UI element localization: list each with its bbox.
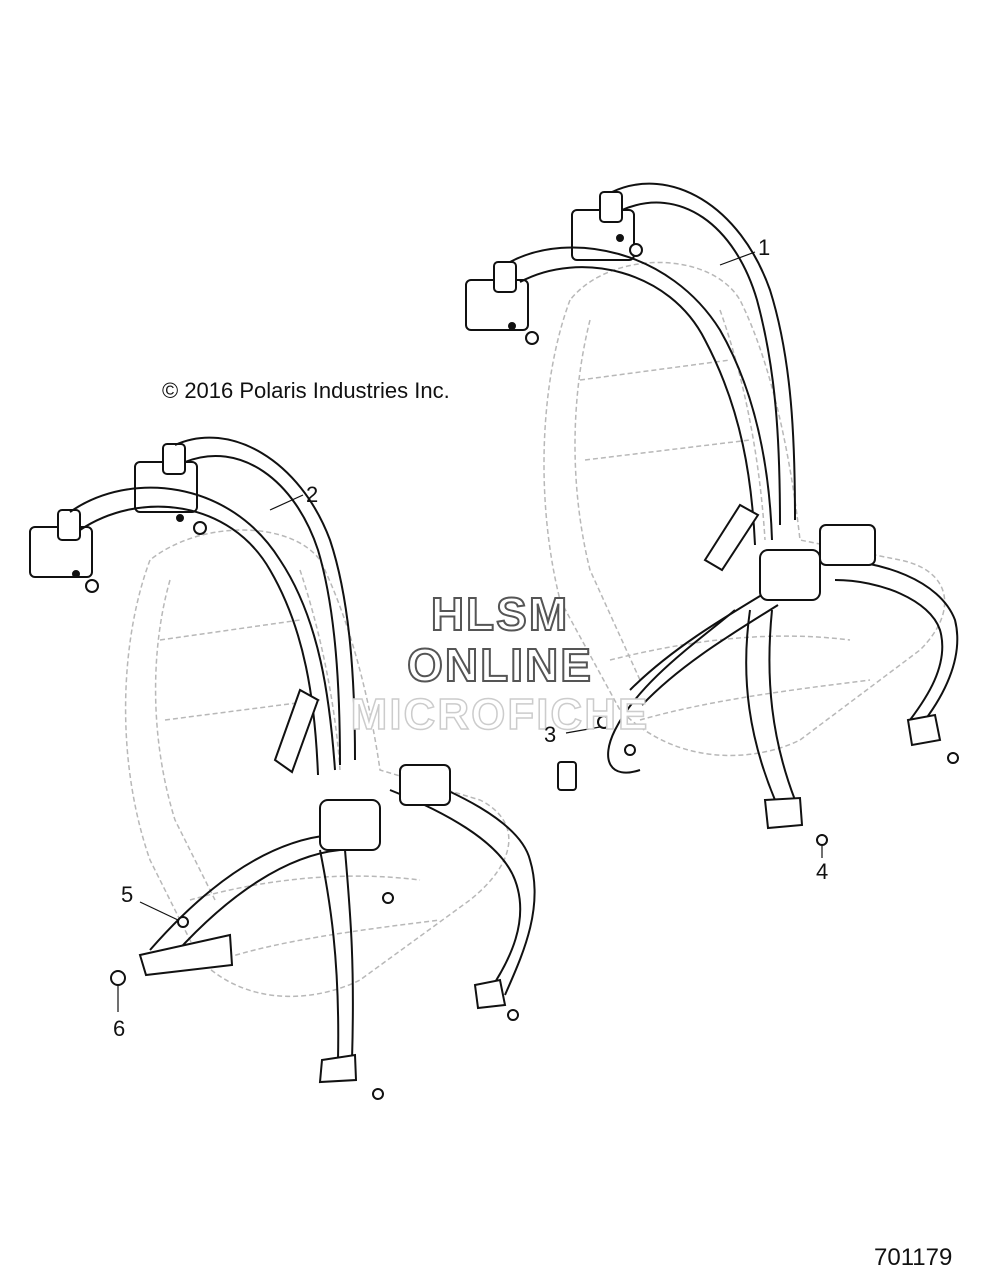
left-hardware-bolts: [110, 892, 519, 1100]
right-seat-outline: [543, 261, 946, 757]
watermark-line3: MICROFICHE: [350, 689, 650, 740]
left-retractor-outer: [29, 509, 99, 593]
callout-3: 3: [544, 722, 557, 747]
right-hardware-bolts: [557, 715, 959, 846]
watermark-line2: ONLINE: [406, 638, 593, 692]
callout-5: 5: [121, 882, 134, 907]
copyright-notice: © 2016 Polaris Industries Inc.: [162, 378, 450, 403]
left-seat-outline: [124, 529, 510, 998]
callout-1: 1: [758, 235, 771, 260]
right-retractor-outer: [465, 261, 539, 345]
left-retractor-inner: [134, 443, 207, 535]
left-harness-straps: [69, 436, 536, 1084]
callout-2: 2: [306, 482, 319, 507]
callout-leader-lines: [117, 251, 823, 1012]
figure-number: 701179: [874, 1244, 953, 1271]
watermark-line1: HLSM: [430, 587, 570, 641]
right-harness-straps: [509, 182, 959, 830]
callout-4: 4: [816, 859, 829, 884]
right-retractor-inner: [571, 191, 643, 261]
callout-6: 6: [113, 1016, 126, 1041]
